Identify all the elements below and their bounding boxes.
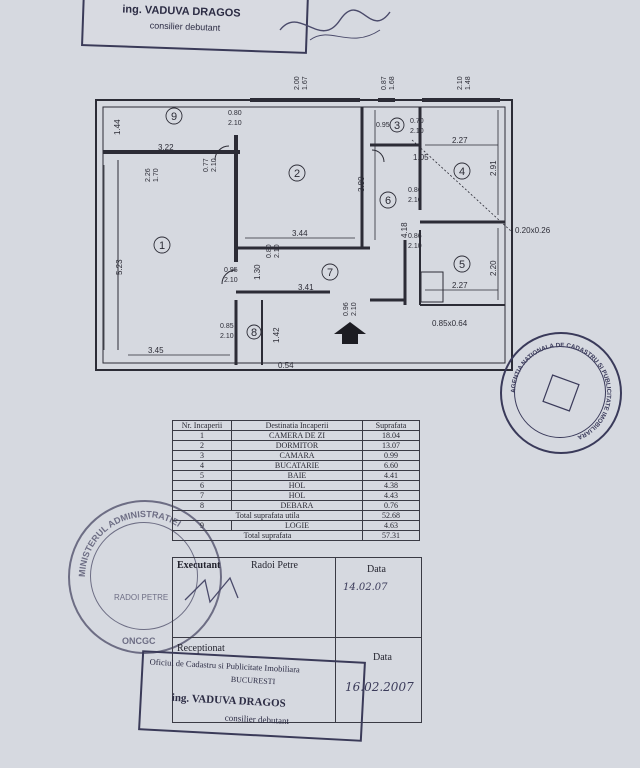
table-header-nr: Nr. Incaperii: [172, 420, 232, 431]
svg-text:2.00: 2.00: [294, 76, 301, 90]
dim-345: 3.45: [148, 346, 164, 355]
dim-322: 3.22: [158, 143, 174, 152]
svg-text:2.10: 2.10: [410, 128, 424, 135]
room-number-2: 2: [294, 168, 300, 180]
svg-text:2.10: 2.10: [274, 244, 281, 258]
dim-227b: 2.27: [452, 281, 468, 290]
dim-344: 3.44: [292, 229, 308, 238]
top-signature-scribble: [279, 9, 391, 41]
signature-block: Executant Radoi Petre Data 14.02.07 Rece…: [172, 557, 422, 723]
dim-144: 1.44: [113, 119, 122, 135]
svg-text:2.10: 2.10: [220, 333, 234, 340]
svg-text:2.10: 2.10: [211, 158, 218, 172]
executant-signature: [184, 576, 239, 604]
room-number-9: 9: [171, 111, 177, 123]
svg-text:0.77: 0.77: [203, 158, 210, 172]
dim-054: 0.54: [278, 361, 294, 370]
agency-round-stamp: AGENTIA NATIONALA DE CADASTRU SI PUBLICI…: [500, 332, 622, 454]
svg-text:1.48: 1.48: [465, 76, 472, 90]
svg-text:0.86: 0.86: [408, 187, 422, 194]
executant-name: Radoi Petre: [251, 560, 298, 571]
receptionat-label: Receptionat: [177, 643, 225, 654]
agency-stamp-text: AGENTIA NATIONALA DE CADASTRU SI PUBLICI…: [510, 342, 612, 441]
executant-data-label: Data: [367, 564, 386, 575]
svg-text:2.10: 2.10: [408, 243, 422, 250]
room-number-3: 3: [394, 120, 400, 132]
ministry-stamp-text: MINISTERUL ADMINISTRATIEI: [77, 509, 183, 577]
dim-105: 1.05: [413, 153, 429, 162]
dim-523: 5.23: [115, 259, 124, 275]
svg-text:2.26: 2.26: [145, 168, 152, 182]
ministry-round-stamp: MINISTERUL ADMINISTRATIEI RADOI PETRE ON…: [68, 500, 222, 654]
svg-text:2.10: 2.10: [228, 120, 242, 127]
bottom-stamp-role: consilier debutant: [224, 712, 290, 726]
room-number-7: 7: [327, 267, 333, 279]
svg-text:MINISTERUL ADMINISTRATIEI: MINISTERUL ADMINISTRATIEI: [77, 509, 183, 577]
svg-text:2.10: 2.10: [457, 76, 464, 90]
surface-table: Nr. Incaperii Destinatia Incaperii Supra…: [172, 420, 420, 541]
svg-text:0.95: 0.95: [224, 267, 238, 274]
svg-text:0.95: 0.95: [376, 122, 390, 129]
svg-text:0.96: 0.96: [343, 302, 350, 316]
svg-text:0.80: 0.80: [266, 244, 273, 258]
receptionat-date: 16.02.2007: [345, 680, 414, 694]
ministry-stamp-code: ONCGC: [122, 636, 156, 646]
bottom-stamp-line2: BUCURESTI: [230, 674, 276, 687]
room-number-5: 5: [459, 259, 465, 271]
dim-341: 3.41: [298, 283, 314, 292]
svg-text:1.70: 1.70: [153, 168, 160, 182]
ministry-stamp-name: RADOI PETRE: [114, 593, 168, 602]
svg-text:0.80: 0.80: [228, 110, 242, 117]
dim-380: 3.80: [357, 176, 366, 192]
executant-label: Executant: [177, 560, 221, 571]
room-number-4: 4: [459, 166, 465, 178]
svg-text:2.10: 2.10: [351, 302, 358, 316]
dim-291: 2.91: [489, 160, 498, 176]
svg-text:1.68: 1.68: [389, 76, 396, 90]
bottom-official-stamp: Oficiul de Cadastru si Publicitate Imobi…: [138, 650, 366, 742]
receptionat-data-label: Data: [373, 652, 392, 663]
room-number-1: 1: [159, 240, 165, 252]
note-column: 0.20x0.26: [515, 226, 551, 235]
bottom-stamp-name: ing. VADUVA DRAGOS: [171, 691, 286, 710]
svg-text:0.87: 0.87: [381, 76, 388, 90]
svg-text:1.67: 1.67: [302, 76, 309, 90]
svg-text:0.85: 0.85: [220, 323, 234, 330]
bottom-stamp-line1: Oficiul de Cadastru si Publicitate Imobi…: [149, 656, 301, 675]
svg-text:0.86: 0.86: [408, 233, 422, 240]
svg-text:2.10: 2.10: [224, 277, 238, 284]
room-number-8: 8: [251, 327, 257, 339]
room-number-6: 6: [385, 195, 391, 207]
table-header-dest: Destinatia Incaperii: [231, 420, 363, 431]
room-marker: [165, 107, 183, 125]
svg-text:2.10: 2.10: [408, 197, 422, 204]
svg-text:AGENTIA NATIONALA DE CADASTRU: AGENTIA NATIONALA DE CADASTRU SI PUBLICI…: [510, 342, 612, 441]
dim-418: 4.18: [400, 222, 409, 238]
dim-142: 1.42: [272, 327, 281, 343]
svg-text:0.70: 0.70: [410, 118, 424, 125]
dim-227a: 2.27: [452, 136, 468, 145]
note-shaft: 0.85x0.64: [432, 319, 468, 328]
dim-220: 2.20: [489, 260, 498, 276]
entrance-arrow-icon: [334, 322, 366, 344]
floor-plan: 9 1 2 3 4 5 6 7 8 3.22 3.45 3.44 3.41 2.…: [95, 76, 551, 371]
dim-130: 1.30: [253, 264, 262, 280]
table-header-area: Suprafata: [362, 420, 420, 431]
executant-date: 14.02.07: [343, 582, 388, 593]
